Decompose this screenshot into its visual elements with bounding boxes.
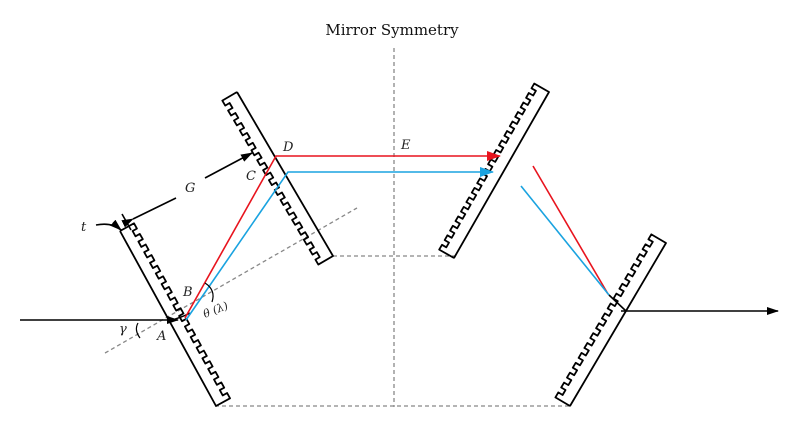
diagram-title: Mirror Symmetry [325,21,459,39]
label-b: B [182,285,193,300]
label-a: A [156,329,166,344]
output-beam-junction [608,294,627,312]
gamma-angle-arc [135,322,141,339]
red-beam-return [532,165,609,295]
t-extension-tick [121,213,132,231]
grating-1 [119,222,231,407]
grating-3 [438,82,550,259]
label-d: D [282,140,294,155]
label-e: E [400,138,411,153]
g-dimension-arrow-left [121,197,177,228]
label-gamma: γ [119,322,127,337]
label-t: t [81,220,87,235]
blue-beam [185,167,494,321]
g-dimension-arrow-right [204,152,253,179]
input-beam-entry [171,312,191,321]
grating-normal [104,207,358,354]
blue-beam-return [520,185,610,296]
red-beam [184,151,501,319]
label-g: G [185,181,195,196]
t-dimension-arrow [95,219,122,231]
theta-angle-arc [204,282,214,303]
grating-4 [554,233,667,407]
grating-2 [221,91,334,266]
label-theta: θ (λ) [201,299,230,321]
label-c: C [246,169,256,184]
